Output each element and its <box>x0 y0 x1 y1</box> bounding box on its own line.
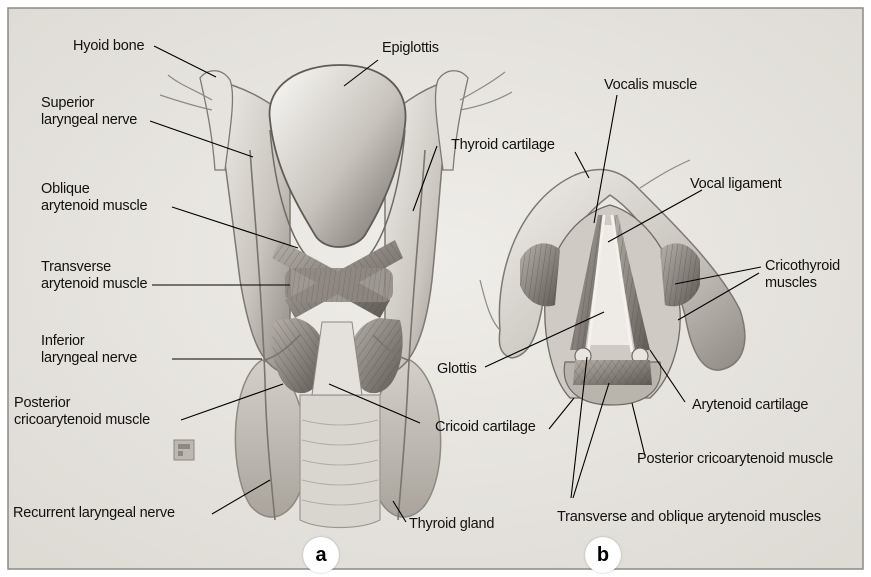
label-hyoid-bone: Hyoid bone <box>73 38 144 55</box>
label-oblique-arytenoid-muscle: Oblique arytenoid muscle <box>41 181 147 215</box>
label-thyroid-cartilage: Thyroid cartilage <box>451 137 555 154</box>
label-thyroid-gland: Thyroid gland <box>409 516 494 533</box>
label-glottis: Glottis <box>437 361 477 378</box>
label-posterior-cricoarytenoid-muscle-a: Posterior cricoarytenoid muscle <box>14 395 150 429</box>
panel-letter-b: b <box>585 537 621 573</box>
label-vocalis-muscle: Vocalis muscle <box>604 77 697 94</box>
label-superior-laryngeal-nerve: Superior laryngeal nerve <box>41 95 137 129</box>
label-epiglottis: Epiglottis <box>382 40 439 57</box>
label-transverse-arytenoid-muscle: Transverse arytenoid muscle <box>41 259 147 293</box>
label-recurrent-laryngeal-nerve: Recurrent laryngeal nerve <box>13 505 175 522</box>
label-cricothyroid-muscles: Cricothyroid muscles <box>765 258 840 292</box>
label-vocal-ligament: Vocal ligament <box>690 176 782 193</box>
label-transverse-oblique-arytenoid-muscles: Transverse and oblique arytenoid muscles <box>557 509 821 526</box>
label-inferior-laryngeal-nerve: Inferior laryngeal nerve <box>41 333 137 367</box>
label-arytenoid-cartilage: Arytenoid cartilage <box>692 397 808 414</box>
label-posterior-cricoarytenoid-muscle-b: Posterior cricoarytenoid muscle <box>637 451 833 468</box>
label-cricoid-cartilage: Cricoid cartilage <box>435 419 536 436</box>
panel-letter-a: a <box>303 537 339 573</box>
